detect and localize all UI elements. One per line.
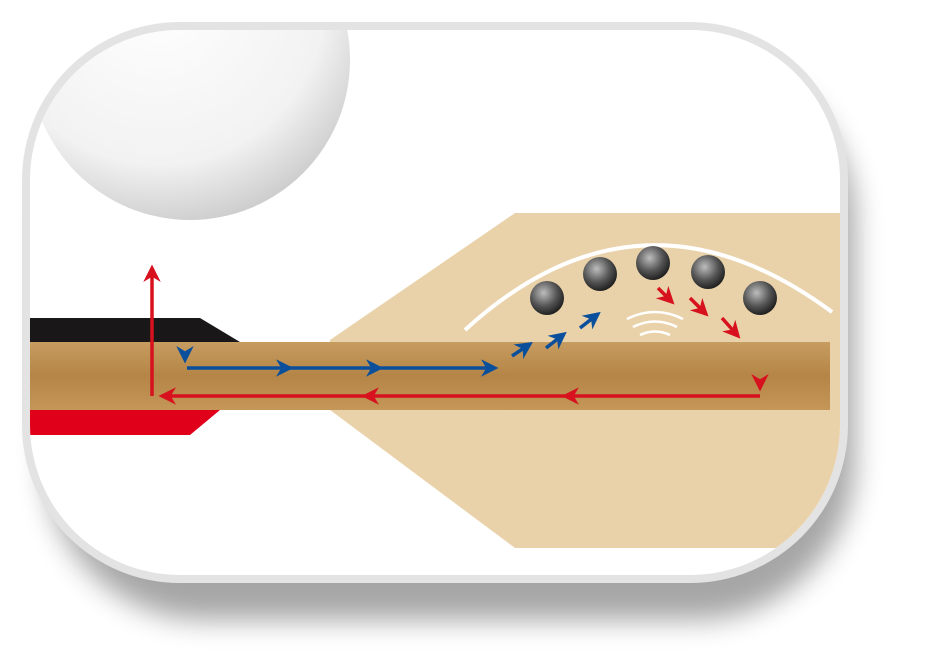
blue-incoming-arrows: [176, 205, 601, 377]
vibration-balls: [530, 246, 777, 315]
top-rubber-layer: [30, 318, 240, 342]
ball-dot: [583, 257, 617, 291]
bottom-rubber-layer: [30, 410, 220, 435]
ball-dot: [743, 281, 777, 315]
ball-dot: [636, 246, 670, 280]
blade-arc: [463, 243, 834, 332]
wood-core: [30, 342, 830, 410]
red-outgoing-arrows: [143, 264, 769, 405]
ball: [30, 30, 350, 220]
sound-wave-icon: [626, 310, 684, 337]
ball-dot: [691, 255, 725, 289]
ball-dot: [530, 281, 564, 315]
